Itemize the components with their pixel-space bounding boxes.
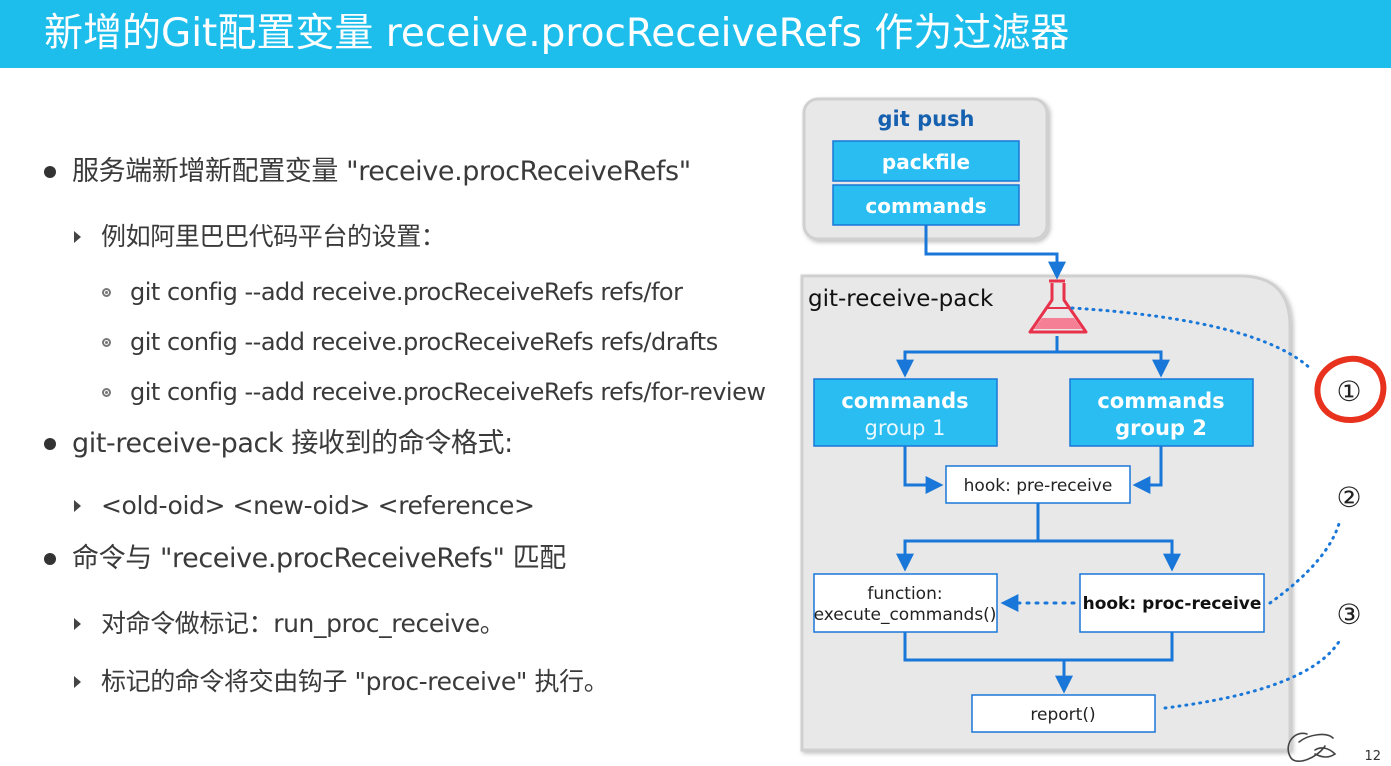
push-commands-label: commands: [865, 194, 986, 218]
receive-pack-title: git-receive-pack: [808, 286, 994, 312]
pre-receive-box: [945, 465, 1131, 504]
group-2-title: commands: [1097, 389, 1224, 413]
group-1-subtitle: group 1: [864, 416, 945, 440]
group-2-arrow: [1132, 446, 1163, 494]
bullet-text: <old-oid> <new-oid> <reference>: [101, 491, 535, 520]
title-bar: 新增的Git配置变量 receive.procReceiveRefs 作为过滤器: [0, 0, 1391, 68]
split-connector-right: [1057, 350, 1170, 378]
bullet-text: git config --add receive.procReceiveRefs…: [130, 328, 718, 356]
alibaba-logo: [1287, 732, 1337, 762]
pre-receive-connector: [896, 503, 1040, 572]
commands-group-2-box: [1069, 378, 1254, 447]
receive-pack-panel: [800, 274, 1292, 752]
bullet-dot: [44, 553, 56, 565]
step-3-label: ③: [1336, 598, 1361, 631]
sub-bullet-icon: [74, 231, 81, 243]
sub-bullet-icon: [74, 676, 81, 688]
sub-sub-bullet-icon: [102, 288, 111, 297]
bullet-text: 对命令做标记：run_proc_receive。: [101, 609, 505, 638]
sub-sub-bullet-icon: [102, 388, 111, 397]
step-3-pointer: [1163, 638, 1342, 710]
sub-bullet-icon: [74, 618, 81, 630]
step-1-pointer: [1070, 306, 1314, 372]
pre-receive-connector-right: [1038, 539, 1181, 572]
flask-icon: [1028, 279, 1088, 334]
bullet-text: git config --add receive.procReceiveRefs…: [130, 278, 683, 306]
merge-connector: [903, 632, 1174, 662]
bullet-list: 服务端新增新配置变量 "receive.procReceiveRefs" 例如阿…: [44, 156, 766, 696]
step-1-label: ①: [1336, 375, 1361, 408]
bullet-dot: [44, 438, 56, 450]
step-2-label: ②: [1336, 481, 1361, 514]
report-label: report(): [1030, 705, 1095, 725]
packfile-box: [832, 140, 1020, 182]
group-2-subtitle: group 2: [1115, 416, 1207, 440]
push-arrow: [924, 225, 1066, 280]
proc-receive-box: [1079, 573, 1265, 633]
split-connector: [896, 336, 1059, 378]
step-2-pointer: [1268, 518, 1342, 605]
sub-sub-bullet-icon: [102, 338, 111, 347]
report-box: [971, 694, 1156, 733]
bullet-text: 例如阿里巴巴代码平台的设置：: [101, 222, 446, 251]
git-push-title: git push: [877, 107, 974, 131]
sub-bullet-icon: [74, 500, 81, 512]
group-1-title: commands: [841, 389, 968, 413]
bullet-text: 标记的命令将交由钩子 "proc-receive" 执行。: [101, 667, 609, 696]
step-1-highlight: [1314, 355, 1387, 424]
function-box: [813, 573, 998, 633]
page-number: 12: [1364, 749, 1381, 764]
bullet-text: git-receive-pack 接收到的命令格式:: [72, 428, 513, 459]
commands-group-1-box: [813, 378, 998, 447]
function-line-1: function:: [867, 584, 942, 604]
bullet-text: git config --add receive.procReceiveRefs…: [130, 378, 766, 406]
packfile-label: packfile: [882, 150, 970, 174]
group-1-arrow: [903, 446, 944, 494]
bullet-dot: [44, 166, 56, 178]
pre-receive-label: hook: pre-receive: [964, 476, 1113, 496]
bullet-text: 命令与 "receive.procReceiveRefs" 匹配: [72, 543, 566, 574]
slide-title: 新增的Git配置变量 receive.procReceiveRefs 作为过滤器: [44, 11, 1070, 56]
proc-receive-label: hook: proc-receive: [1083, 594, 1262, 614]
function-line-2: execute_commands(): [814, 605, 997, 625]
bullet-text: 服务端新增新配置变量 "receive.procReceiveRefs": [72, 156, 691, 187]
